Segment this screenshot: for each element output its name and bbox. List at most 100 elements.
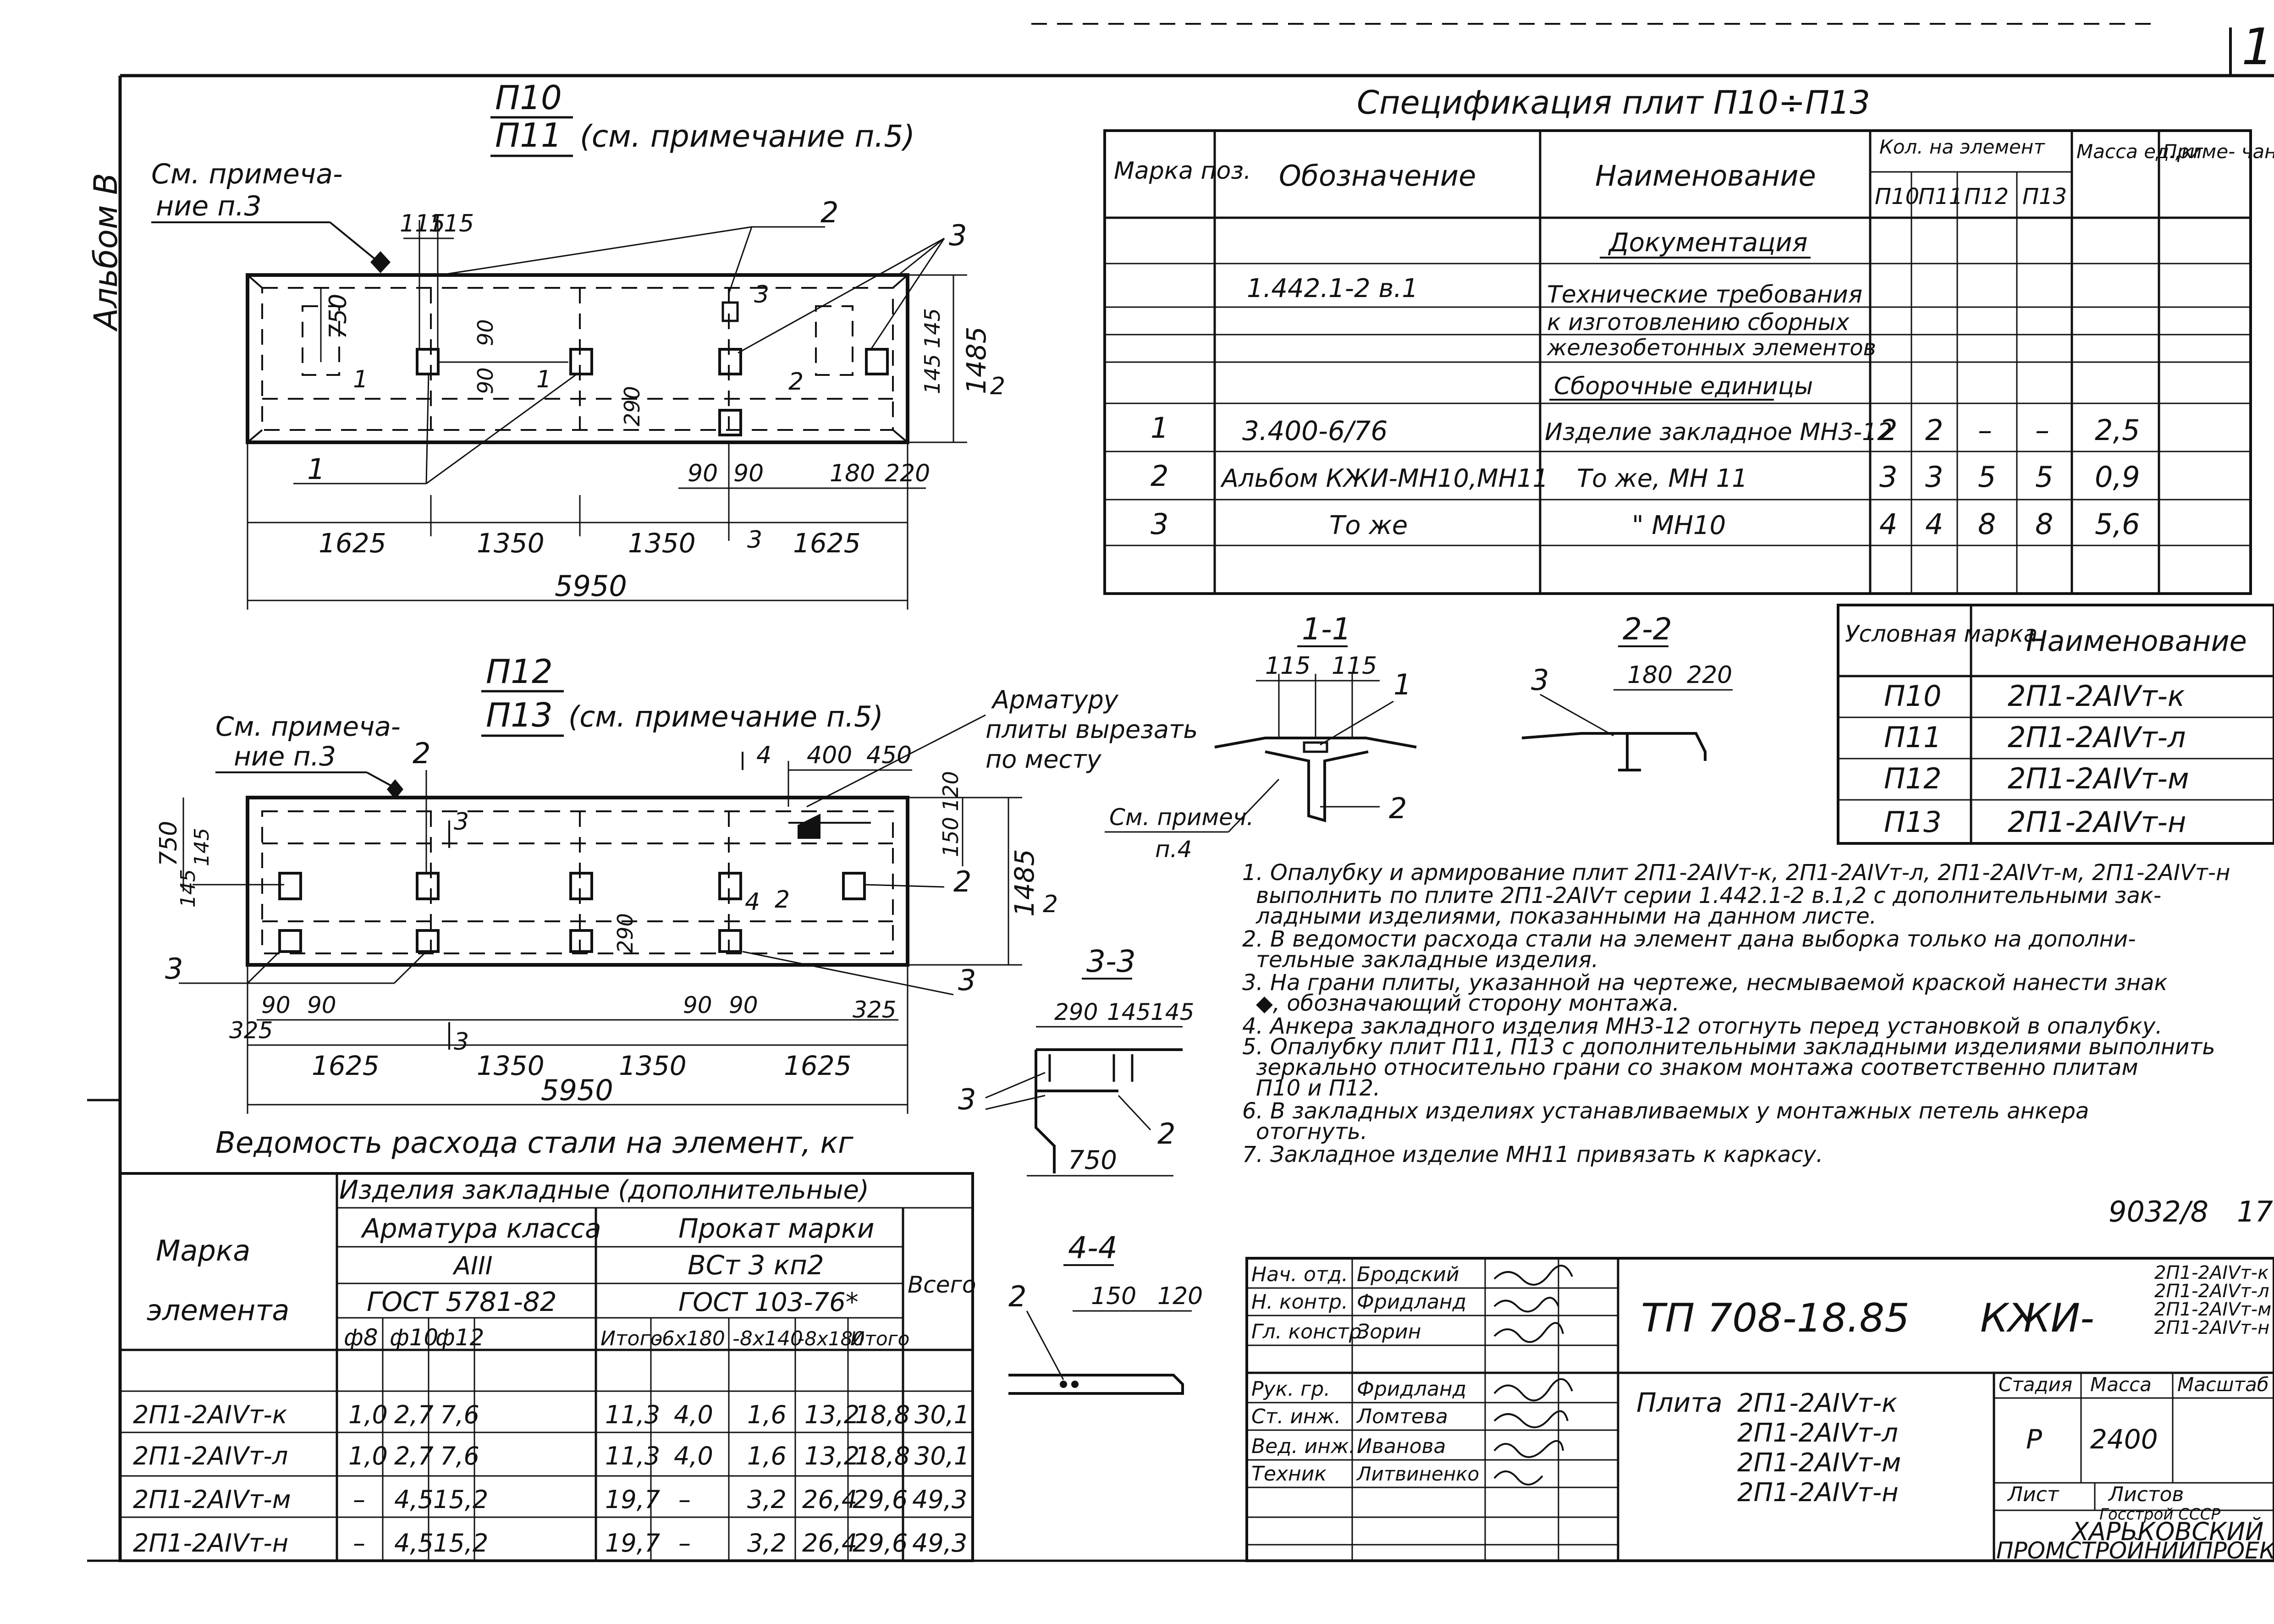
s11-note-2: п.4: [1155, 836, 1192, 863]
tb-item-mark-1: 2П1-2АIVт-л: [1737, 1418, 1898, 1448]
tb-project: ТП 708-18.85: [1641, 1295, 1910, 1341]
tb-stage: Р: [2026, 1424, 2042, 1455]
spec-row-7-q2: 4: [1925, 507, 1943, 541]
plan-bottom-mark-1: П12: [486, 652, 553, 691]
tb-role-2: Гл. констр.: [1251, 1320, 1368, 1343]
spec-row-4-name: Сборочные единицы: [1554, 373, 1813, 400]
steel-row-1-v5: 1,6: [747, 1442, 787, 1470]
signature-1: [1493, 1297, 1559, 1313]
album-label: Альбом В: [87, 173, 125, 332]
plan-top: П10 П11 (см. примечание п.5) См. примеча…: [151, 78, 1005, 610]
tb-role-3: Рук. гр.: [1251, 1377, 1330, 1401]
plan-bottom-sec-3b: 3: [454, 1028, 469, 1056]
plan-bottom-callout-3a: 3: [165, 952, 183, 985]
steel-h-elem: элемента: [147, 1294, 289, 1327]
plan-top-dim-1350b: 1350: [628, 528, 696, 559]
spec-h-q1: П10: [1875, 184, 1919, 209]
signature-4: [1493, 1410, 1569, 1428]
steel-row-3-v5: 3,2: [747, 1529, 787, 1558]
note-line-1: выполнить по плите 2П1-2АIVт серии 1.442…: [1256, 883, 2161, 908]
plan-bottom-dim-1350b: 1350: [619, 1050, 687, 1081]
steel-col-7: Итого: [850, 1327, 909, 1350]
plan-bottom-dim-325a: 325: [229, 1017, 273, 1044]
plan-bottom-sec-3a: 3: [454, 808, 469, 836]
section-2-2: 2-2 180 220 3: [1521, 611, 1733, 771]
s33-d2: 145: [1107, 999, 1151, 1025]
spec-row-0-name: Документация: [1608, 228, 1807, 258]
steel-row-0-total: 30,1: [914, 1400, 969, 1429]
steel-h-prok-gost: ГОСТ 103-76*: [678, 1288, 859, 1317]
tb-name-3: Фридланд: [1357, 1377, 1466, 1401]
plan-bottom-dim-145a: 145: [190, 828, 214, 866]
steel-h-mark: Марка: [156, 1234, 250, 1267]
plan-bottom-dim-145b: 145: [176, 869, 200, 908]
section-1-1: 1-1 115 115 1 2 См. примеч. п.4: [1105, 611, 1417, 863]
plan-top-note-left-2: ние п.3: [156, 190, 262, 222]
s11-c1: 1: [1393, 668, 1411, 701]
plan-top-dim-115b: 115: [429, 210, 474, 237]
plan-top-note-left-1: См. примеча-: [151, 158, 343, 190]
s11-title: 1-1: [1302, 611, 1351, 647]
note-line-13: 7. Закладное изделие МН11 привязать к ка…: [1242, 1142, 1823, 1167]
plan-bottom-sec-4a: 4: [756, 742, 771, 769]
steel-row-3-v4: –: [678, 1529, 691, 1558]
spec-h-name: Наименование: [1595, 159, 1816, 193]
s33-d4: 750: [1068, 1145, 1117, 1175]
steel-row-2-v0: –: [353, 1485, 365, 1514]
steel-title: Ведомость расхода стали на элемент, кг: [215, 1126, 853, 1160]
plan-top-dim-115a: 115: [400, 210, 445, 237]
plan-bottom-note-left-2: ние п.3: [234, 741, 336, 772]
tb-role-6: Техник: [1251, 1462, 1327, 1486]
spec-h-q3: П12: [1964, 184, 2009, 209]
steel-row-1-v4: 4,0: [674, 1442, 713, 1470]
plan-top-dim-750: 750: [325, 294, 352, 339]
note-line-4: тельные закладные изделия.: [1256, 947, 1598, 973]
steel-h-arm-cls: АIII: [452, 1251, 493, 1280]
steel-row-1-v2: 7,6: [440, 1442, 479, 1470]
spec-row-7-q1: 4: [1879, 507, 1897, 541]
steel-col-5: -8х140: [732, 1327, 803, 1350]
tb-role-4: Ст. инж.: [1251, 1405, 1341, 1428]
tb-name-6: Литвиненко: [1356, 1463, 1479, 1485]
plan-top-dim-1350a: 1350: [477, 528, 545, 559]
tb-name-4: Ломтева: [1356, 1405, 1448, 1428]
tb-role-5: Вед. инж.: [1251, 1435, 1355, 1458]
s44-d2: 120: [1157, 1283, 1203, 1310]
spec-h-q4: П13: [2022, 184, 2067, 209]
spec-row-6-des: Альбом КЖИ-МН10,МН11: [1220, 464, 1548, 493]
marks-row-2-name: 2П1-2АIVт-м: [2008, 762, 2189, 795]
note-line-10: П10 и П12.: [1256, 1075, 1380, 1101]
steel-row-3-v1: 4,5: [394, 1529, 434, 1558]
mounting-mark-icon-2: [387, 779, 403, 799]
spec-h-mass: Масса ед.,кг: [2076, 140, 2203, 163]
steel-row-0-v3: 11,3: [605, 1400, 660, 1429]
spec-h-mark: Марка поз.: [1114, 157, 1251, 185]
tb-item-mark-0: 2П1-2АIVт-к: [1737, 1388, 1897, 1418]
plan-bottom-sec-2: 2: [1043, 891, 1058, 918]
plan-bottom-dim-400: 400: [807, 742, 852, 769]
steel-row-2-v5: 3,2: [747, 1485, 787, 1514]
steel-row-0-v6: 13,2: [804, 1400, 859, 1429]
plan-bottom-dim-290: 290: [613, 913, 638, 953]
plan-bottom-dim-1625b: 1625: [784, 1050, 852, 1081]
steel-row-0-mark: 2П1-2АIVт-к: [133, 1400, 287, 1429]
steel-row-0-v2: 7,6: [440, 1400, 479, 1429]
plan-top-note-ref: (см. примечание п.5): [580, 119, 915, 154]
plan-bottom-sec-4b: 4: [745, 888, 760, 916]
steel-row-3-v7: 29,6: [853, 1529, 908, 1558]
marks-row-3-mark: П13: [1884, 805, 1942, 839]
spec-row-5-pos: 1: [1151, 411, 1168, 445]
plan-top-sec-2: 2: [788, 368, 804, 396]
steel-row-1-total: 30,1: [914, 1442, 969, 1470]
steel-row-3-v0: –: [353, 1529, 365, 1558]
signature-6: [1493, 1470, 1543, 1486]
s11-c2: 2: [1389, 792, 1407, 825]
signature-2: [1493, 1322, 1564, 1343]
section-4-4: 4-4 150 120 2: [1008, 1230, 1203, 1395]
marks-row-0-name: 2П1-2АIVт-к: [2008, 679, 2185, 713]
plan-bottom-callout-2a: 2: [413, 737, 430, 770]
plan-top-sec-1: 1: [353, 366, 368, 393]
steel-col-3: Итого: [600, 1327, 663, 1350]
steel-row-2-v3: 19,7: [605, 1485, 660, 1514]
marks-row-2-mark: П12: [1884, 762, 1942, 795]
